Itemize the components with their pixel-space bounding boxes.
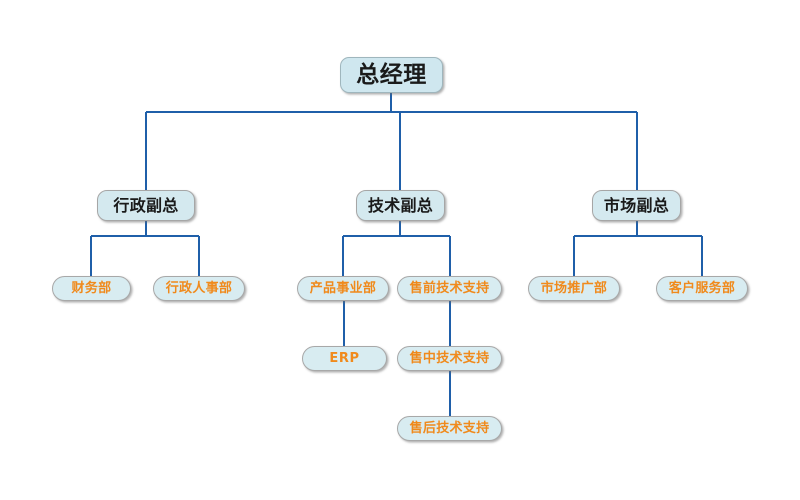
node-label-admin-hr-dept: 行政人事部: [165, 281, 233, 296]
node-label-admin-vp: 行政副总: [113, 195, 179, 215]
node-label-erp: ERP: [329, 351, 360, 366]
node-label-aftersale-support: 售后技术支持: [409, 421, 490, 436]
node-label-market-promo-dept: 市场推广部: [540, 281, 608, 296]
node-market-promo-dept[interactable]: 市场推广部: [528, 276, 620, 301]
node-general-manager[interactable]: 总经理: [340, 57, 443, 93]
node-market-vp[interactable]: 市场副总: [592, 190, 681, 221]
node-finance-dept[interactable]: 财务部: [52, 276, 131, 301]
node-product-division[interactable]: 产品事业部: [297, 276, 389, 301]
node-admin-hr-dept[interactable]: 行政人事部: [153, 276, 245, 301]
node-erp[interactable]: ERP: [302, 346, 387, 371]
node-label-product-division: 产品事业部: [309, 281, 377, 296]
node-presale-support[interactable]: 售前技术支持: [397, 276, 502, 301]
node-tech-vp[interactable]: 技术副总: [356, 190, 445, 221]
node-admin-vp[interactable]: 行政副总: [97, 190, 195, 221]
node-label-midsale-support: 售中技术支持: [409, 351, 490, 366]
node-aftersale-support[interactable]: 售后技术支持: [397, 416, 502, 441]
node-label-tech-vp: 技术副总: [367, 195, 434, 215]
node-midsale-support[interactable]: 售中技术支持: [397, 346, 502, 371]
node-label-market-vp: 市场副总: [603, 195, 670, 215]
node-label-finance-dept: 财务部: [71, 281, 112, 296]
node-label-general-manager: 总经理: [356, 61, 427, 88]
node-label-customer-service: 客户服务部: [668, 281, 736, 296]
node-label-presale-support: 售前技术支持: [409, 281, 490, 296]
node-customer-service[interactable]: 客户服务部: [656, 276, 748, 301]
